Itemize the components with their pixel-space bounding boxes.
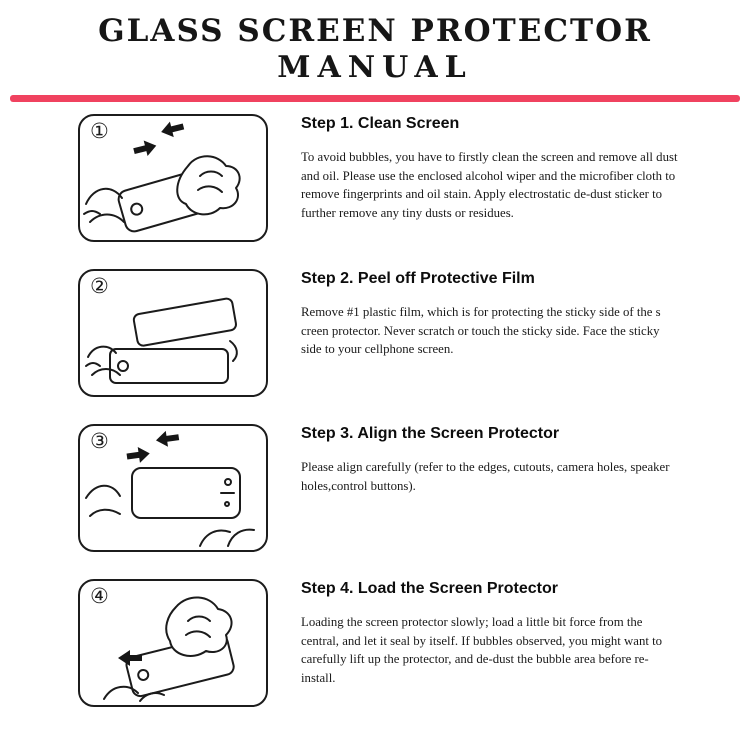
step-4-heading: Step 4. Load the Screen Protector [301, 579, 558, 597]
page-title: GLASS SCREEN PROTECTOR MANUAL [0, 0, 750, 86]
holding-hand-icon [85, 345, 121, 376]
holding-hand-icon [83, 187, 125, 223]
phone-icon [131, 466, 241, 519]
right-hand-icon [199, 528, 255, 547]
step-4-figure: ④ [78, 578, 268, 707]
align-protector-illustration [85, 430, 255, 547]
peel-curl-line [229, 339, 238, 362]
step-4-text: Step 4. Load the Screen Protector Loadin… [301, 579, 679, 689]
cleaning-cloth-hand-icon [176, 154, 241, 215]
step-2-heading: Step 2. Peel off Protective Film [301, 269, 535, 287]
accent-bar [10, 94, 740, 102]
step-1-body: To avoid bubbles, you have to firstly cl… [301, 149, 678, 221]
step-1-heading: Step 1. Clean Screen [301, 114, 460, 132]
load-protector-illustration [103, 596, 235, 702]
clean-screen-illustration [83, 121, 241, 232]
bottom-hand-icon [103, 685, 165, 702]
step-3-heading: Step 3. Align the Screen Protector [301, 424, 560, 442]
step-3-text: Step 3. Align the Screen Protector Pleas… [301, 424, 679, 496]
step-2-number-badge: ② [90, 273, 109, 298]
protective-film-icon [132, 297, 237, 347]
step-3-body: Please align carefully (refer to the edg… [301, 459, 670, 493]
phone-icon [109, 347, 229, 384]
steps-list: ① [0, 113, 750, 707]
left-hand-icon [85, 484, 121, 517]
step-3-number-badge: ③ [90, 428, 109, 453]
step-1-row: ① [78, 113, 750, 242]
step-2-row: ② Ste [78, 268, 750, 397]
title-line-2: MANUAL [277, 50, 473, 86]
step-4-row: ④ [78, 578, 750, 707]
step-1-figure: ① [78, 113, 268, 242]
step-1-number-badge: ① [90, 118, 109, 143]
step-2-figure: ② [78, 268, 268, 397]
step-3-figure: ③ [78, 423, 268, 552]
step-2-body: Remove #1 plastic film, which is for pro… [301, 304, 661, 357]
wipe-arrows-icon [133, 121, 185, 156]
step-3-row: ③ [78, 423, 750, 552]
step-1-text: Step 1. Clean Screen To avoid bubbles, y… [301, 114, 679, 224]
press-cloth-hand-icon [165, 596, 233, 657]
step-4-number-badge: ④ [90, 583, 109, 608]
peel-film-illustration [85, 297, 238, 384]
align-arrows-icon [126, 430, 180, 463]
step-2-text: Step 2. Peel off Protective Film Remove … [301, 269, 679, 360]
title-line-1: GLASS SCREEN PROTECTOR [98, 13, 652, 49]
step-4-body: Loading the screen protector slowly; loa… [301, 614, 663, 686]
press-arrow-icon [118, 649, 142, 666]
